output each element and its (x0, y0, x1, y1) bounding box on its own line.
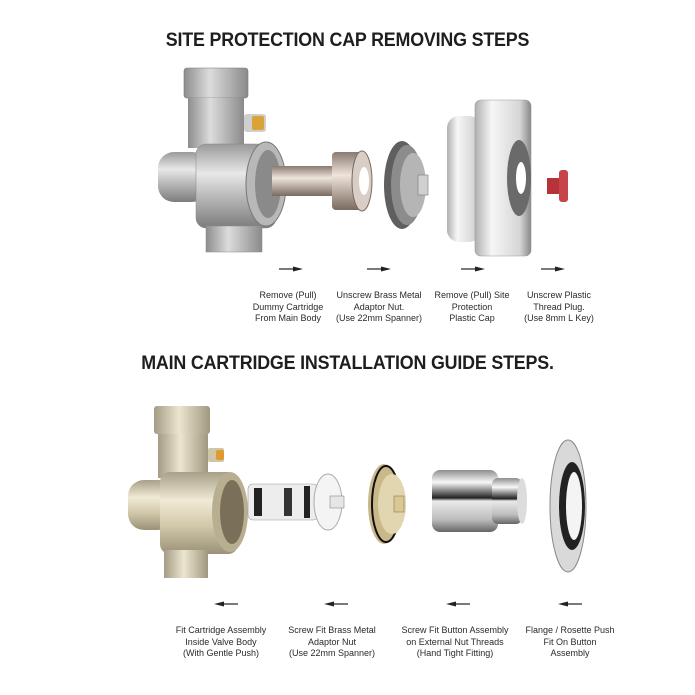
cartridge-assembly-image (247, 473, 345, 531)
step-caption: Fit Cartridge Assembly Inside Valve Body… (175, 625, 267, 658)
step-caption: Remove (Pull) Dummy Cartridge From Main … (252, 290, 324, 323)
arrow-left-icon (446, 601, 470, 607)
step-caption: Screw Fit Button Assembly on External Nu… (401, 625, 509, 658)
plastic-cap-image (447, 99, 532, 257)
red-thread-plug-image (547, 170, 568, 202)
arrow-right-icon (279, 266, 303, 272)
arrow-left-icon (214, 601, 238, 607)
arrow-right-icon (541, 266, 565, 272)
chrome-valve-body-image (158, 67, 373, 253)
arrow-right-icon (461, 266, 485, 272)
chrome-button-image (432, 470, 527, 532)
flange-rosette-image (549, 439, 587, 573)
section1-title: SITE PROTECTION CAP REMOVING STEPS (165, 30, 530, 51)
step-caption: Flange / Rosette Push Fit On Button Asse… (525, 625, 615, 658)
section2-title: MAIN CARTRIDGE INSTALLATION GUIDE STEPS. (141, 353, 554, 374)
step-caption: Remove (Pull) Site Protection Plastic Ca… (434, 290, 510, 323)
arrow-left-icon (324, 601, 348, 607)
adaptor-nut-image (384, 141, 429, 229)
brass-adaptor-nut-image (368, 464, 406, 544)
arrow-right-icon (367, 266, 391, 272)
step-caption: Screw Fit Brass Metal Adaptor Nut (Use 2… (288, 625, 376, 658)
step-caption: Unscrew Brass Metal Adaptor Nut. (Use 22… (335, 290, 423, 323)
arrow-left-icon (558, 601, 582, 607)
brass-valve-body-image (128, 406, 248, 578)
step-caption: Unscrew Plastic Thread Plug. (Use 8mm L … (524, 290, 594, 323)
